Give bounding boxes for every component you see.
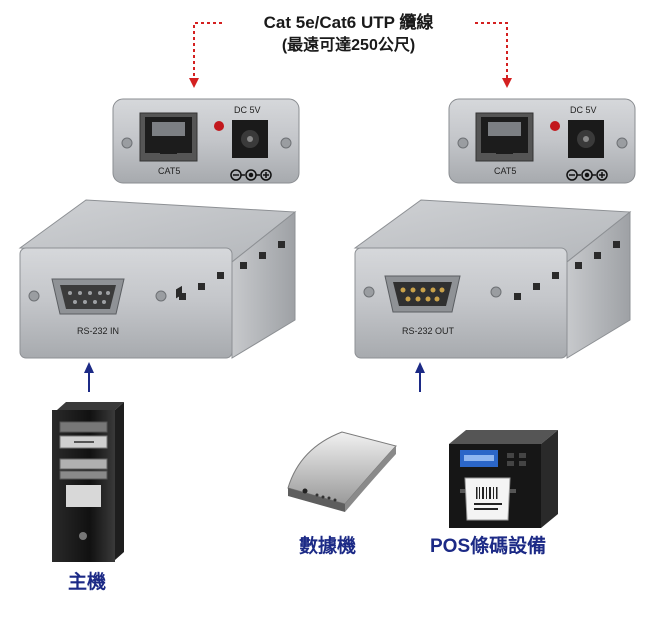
modem-label: 數據機 — [299, 536, 357, 557]
extender-box-left: RS-232 IN — [18, 199, 297, 359]
port-label: RS-232 OUT — [402, 326, 455, 336]
dc-jack-icon — [568, 120, 604, 158]
rj45-port-icon — [139, 112, 198, 162]
vent-slots — [179, 241, 285, 300]
arrow-down-icon — [189, 78, 199, 88]
arrow-up-icon — [84, 362, 94, 373]
modem-icon — [287, 431, 397, 512]
arrow-up-right — [415, 362, 425, 392]
polarity-icon — [566, 169, 608, 181]
cat5-label: CAT5 — [494, 166, 516, 176]
polarity-icon — [230, 169, 272, 181]
pc-tower-icon — [52, 402, 124, 562]
cable-connector-left — [193, 22, 222, 80]
cat5-label: CAT5 — [158, 166, 180, 176]
back-panel-right: CAT5 DC 5V — [448, 98, 636, 184]
extender-box-right: RS-232 OUT — [353, 199, 632, 359]
power-led-icon — [550, 121, 560, 131]
db9-male-port-icon — [384, 275, 461, 313]
db9-female-port-icon — [51, 278, 125, 315]
power-led-icon — [214, 121, 224, 131]
cable-title: Cat 5e/Cat6 UTP 纜線 — [263, 13, 434, 32]
dc-jack-icon — [232, 120, 268, 158]
dc-label: DC 5V — [570, 105, 597, 115]
vent-slots — [514, 241, 620, 300]
pos-label: POS條碼設備 — [430, 536, 547, 557]
back-panel-left: CAT5 DC 5V — [112, 98, 300, 184]
arrow-down-icon — [502, 78, 512, 88]
cable-connector-right — [475, 22, 508, 80]
pos-printer-icon — [449, 430, 558, 528]
arrow-up-icon — [415, 362, 425, 373]
cable-subtitle: (最遠可達250公尺) — [281, 37, 416, 54]
port-label: RS-232 IN — [77, 326, 119, 336]
rj45-port-icon — [475, 112, 534, 162]
arrow-up-left — [84, 362, 94, 392]
dc-label: DC 5V — [234, 105, 261, 115]
host-label: 主機 — [68, 572, 107, 593]
